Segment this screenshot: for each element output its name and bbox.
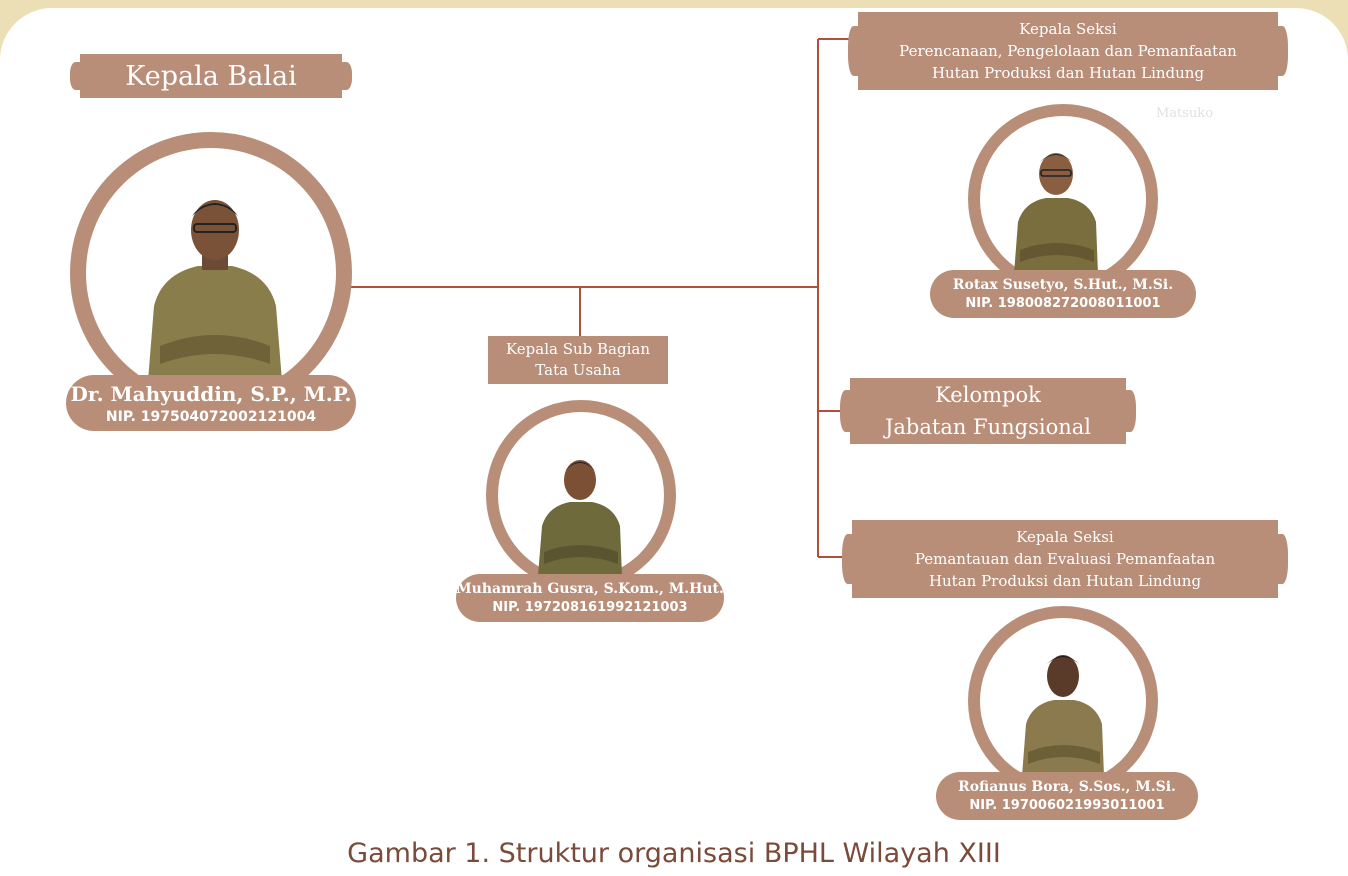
tu-title-line1: Kepala Sub Bagian [505, 340, 650, 358]
seksi1-name: Rotax Susetyo, S.Hut., M.Si. [952, 277, 1174, 293]
tu-nip: NIP. 197208161992121003 [492, 600, 688, 615]
head-name-pill: Dr. Mahyuddin, S.P., M.P. NIP. 197504072… [66, 375, 356, 431]
seksi2-title-line1: Kepala Seksi [1016, 528, 1114, 546]
seksi2-title-line3: Hutan Produksi dan Hutan Lindung [928, 572, 1202, 590]
seksi2-title-banner: Kepala Seksi Pemantauan dan Evaluasi Pem… [842, 520, 1288, 598]
head-title-banner: Kepala Balai [70, 54, 352, 98]
seksi2-portrait [1022, 655, 1104, 776]
tu-name-pill: Muhamrah Gusra, S.Kom., M.Hut. NIP. 1972… [456, 574, 724, 622]
seksi1-title-line1: Kepala Seksi [1019, 20, 1117, 38]
seksi2-title-line2: Pemantauan dan Evaluasi Pemanfaatan [914, 550, 1216, 568]
seksi2-nip: NIP. 197006021993011001 [969, 798, 1165, 813]
head-title: Kepala Balai [125, 60, 297, 92]
head-portrait [148, 200, 282, 381]
tu-title-line2: Tata Usaha [535, 361, 621, 379]
fungsional-banner: Kelompok Jabatan Fungsional [840, 378, 1136, 444]
faint-watermark-text: Matsuko [1156, 106, 1214, 121]
head-name: Dr. Mahyuddin, S.P., M.P. [70, 381, 352, 406]
figure-caption: Gambar 1. Struktur organisasi BPHL Wilay… [347, 838, 1001, 869]
seksi1-title-line3: Hutan Produksi dan Hutan Lindung [931, 64, 1205, 82]
seksi2-name-pill: Rofianus Bora, S.Sos., M.Si. NIP. 197006… [936, 772, 1198, 820]
seksi1-nip: NIP. 198008272008011001 [965, 296, 1161, 311]
seksi1-title-line2: Perencanaan, Pengelolaan dan Pemanfaatan [899, 42, 1237, 60]
fungsional-line2: Jabatan Fungsional [884, 415, 1092, 439]
tu-portrait [538, 460, 622, 576]
seksi1-title-banner: Kepala Seksi Perencanaan, Pengelolaan da… [848, 12, 1288, 90]
seksi2-name: Rofianus Bora, S.Sos., M.Si. [958, 779, 1176, 795]
head-nip: NIP. 197504072002121004 [105, 408, 317, 425]
seksi1-portrait [1014, 153, 1098, 274]
fungsional-line1: Kelompok [935, 383, 1041, 407]
seksi1-name-pill: Rotax Susetyo, S.Hut., M.Si. NIP. 198008… [930, 270, 1196, 318]
org-chart-card: Kepala Balai Dr. Mahyuddin, S.P., M.P. N… [0, 8, 1348, 876]
connector-lines [348, 38, 858, 558]
tu-name: Muhamrah Gusra, S.Kom., M.Hut. [456, 581, 724, 597]
tu-title-box: Kepala Sub Bagian Tata Usaha [488, 336, 668, 384]
